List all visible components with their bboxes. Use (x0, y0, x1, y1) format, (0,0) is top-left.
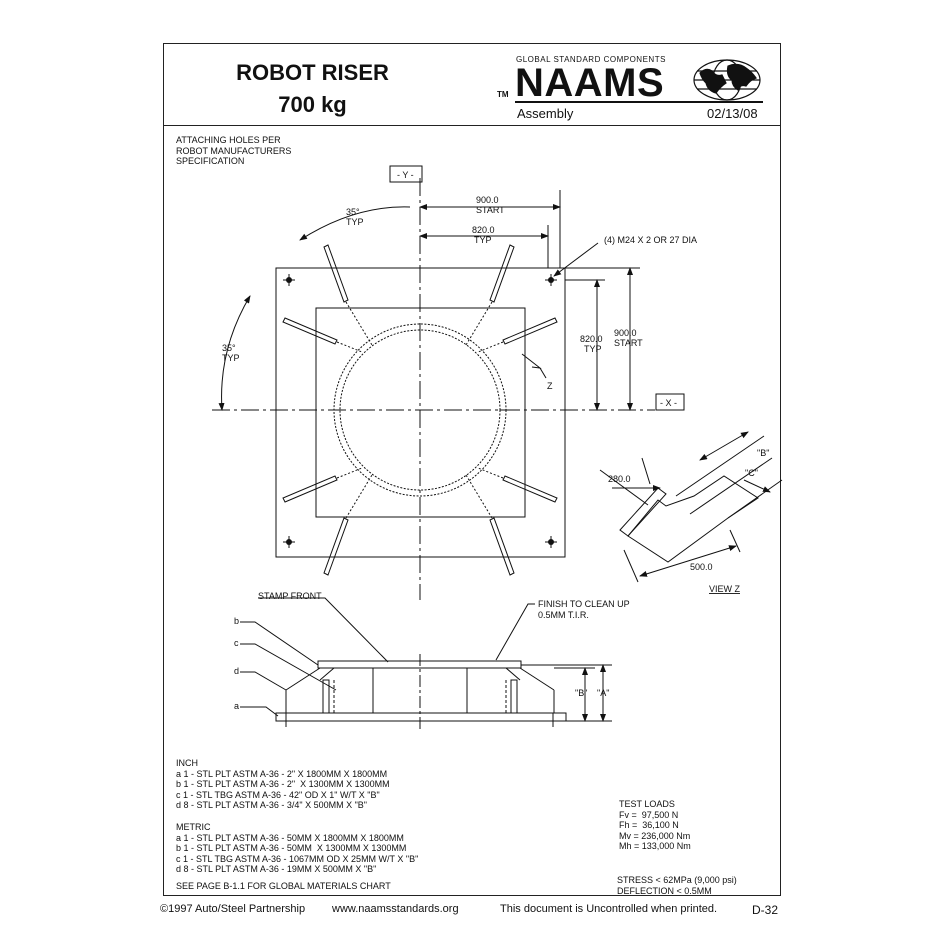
section-view (240, 597, 612, 730)
footer-copyright: ©1997 Auto/Steel Partnership (160, 903, 306, 915)
view-z-dim-500: 500.0 (690, 562, 713, 572)
x-axis-label: - X - (660, 398, 677, 408)
dim-900-right-sub: START (614, 338, 643, 348)
footer-uncontrolled: This document is Uncontrolled when print… (500, 903, 718, 915)
finish-note: FINISH TO CLEAN UP 0.5MM T.I.R. (538, 599, 630, 620)
stress-deflection: STRESS < 62MPa (9,000 psi) DEFLECTION < … (617, 875, 737, 896)
z-label: Z (547, 381, 553, 391)
dim-820-right-sub: TYP (584, 344, 602, 354)
tagline: GLOBAL STANDARD COMPONENTS (516, 55, 666, 64)
hole-callout: (4) M24 X 2 OR 27 DIA (604, 235, 697, 245)
test-loads: TEST LOADS Fv = 97,500 N Fh = 36,100 N M… (619, 799, 691, 851)
view-z-label-c: "C" (745, 468, 758, 478)
view-z-dim-280: 280.0 (608, 474, 631, 484)
brand-logo-text: NAAMS (515, 61, 665, 105)
dim-900-top-sub: START (476, 205, 505, 215)
drawing-frame (163, 43, 781, 896)
stamp-front-label: STAMP FRONT (258, 591, 322, 601)
revision-date: 02/13/08 (707, 106, 758, 121)
part-d-label: d (234, 666, 239, 676)
gussets (282, 244, 558, 576)
section-dim-a: "A" (597, 688, 609, 698)
globe-icon (693, 59, 761, 101)
dim-820-top-sub: TYP (474, 235, 492, 245)
y-axis-label: - Y - (397, 170, 414, 180)
materials-metric: METRIC a 1 - STL PLT ASTM A-36 - 50MM X … (176, 822, 419, 874)
part-c-label: c (234, 638, 239, 648)
angle-left: 35° (222, 343, 236, 353)
header-divider (163, 125, 781, 126)
view-z-label-b: "B" (757, 448, 769, 458)
angle-left-sub: TYP (222, 353, 240, 363)
see-page-note: SEE PAGE B-1.1 FOR GLOBAL MATERIALS CHAR… (176, 881, 391, 891)
subtitle: Assembly (517, 106, 574, 121)
view-z-title: VIEW Z (709, 584, 741, 594)
dim-900-right: 900.0 (614, 328, 637, 338)
trademark: TM (497, 90, 509, 99)
page-number: D-32 (752, 903, 779, 917)
part-b-label: b (234, 616, 239, 626)
dim-820-right: 820.0 (580, 334, 603, 344)
section-dim-b: "B" (575, 688, 587, 698)
view-z (599, 431, 783, 583)
title-line1: ROBOT RISER (236, 60, 389, 85)
section-base-plate (275, 712, 567, 722)
footer-website: www.naamsstandards.org (332, 903, 459, 915)
angle-top: 35° (346, 207, 360, 217)
plan-view (212, 165, 685, 600)
brand-underline (515, 101, 763, 103)
dim-900-top: 900.0 (476, 195, 499, 205)
attaching-holes-note: ATTACHING HOLES PER ROBOT MANUFACTURERS … (176, 135, 292, 166)
part-a-label: a (234, 701, 239, 711)
angle-top-sub: TYP (346, 217, 364, 227)
materials-inch: INCH a 1 - STL PLT ASTM A-36 - 2" X 1800… (176, 758, 390, 810)
dim-820-top: 820.0 (472, 225, 495, 235)
title-line2: 700 kg (278, 92, 347, 117)
